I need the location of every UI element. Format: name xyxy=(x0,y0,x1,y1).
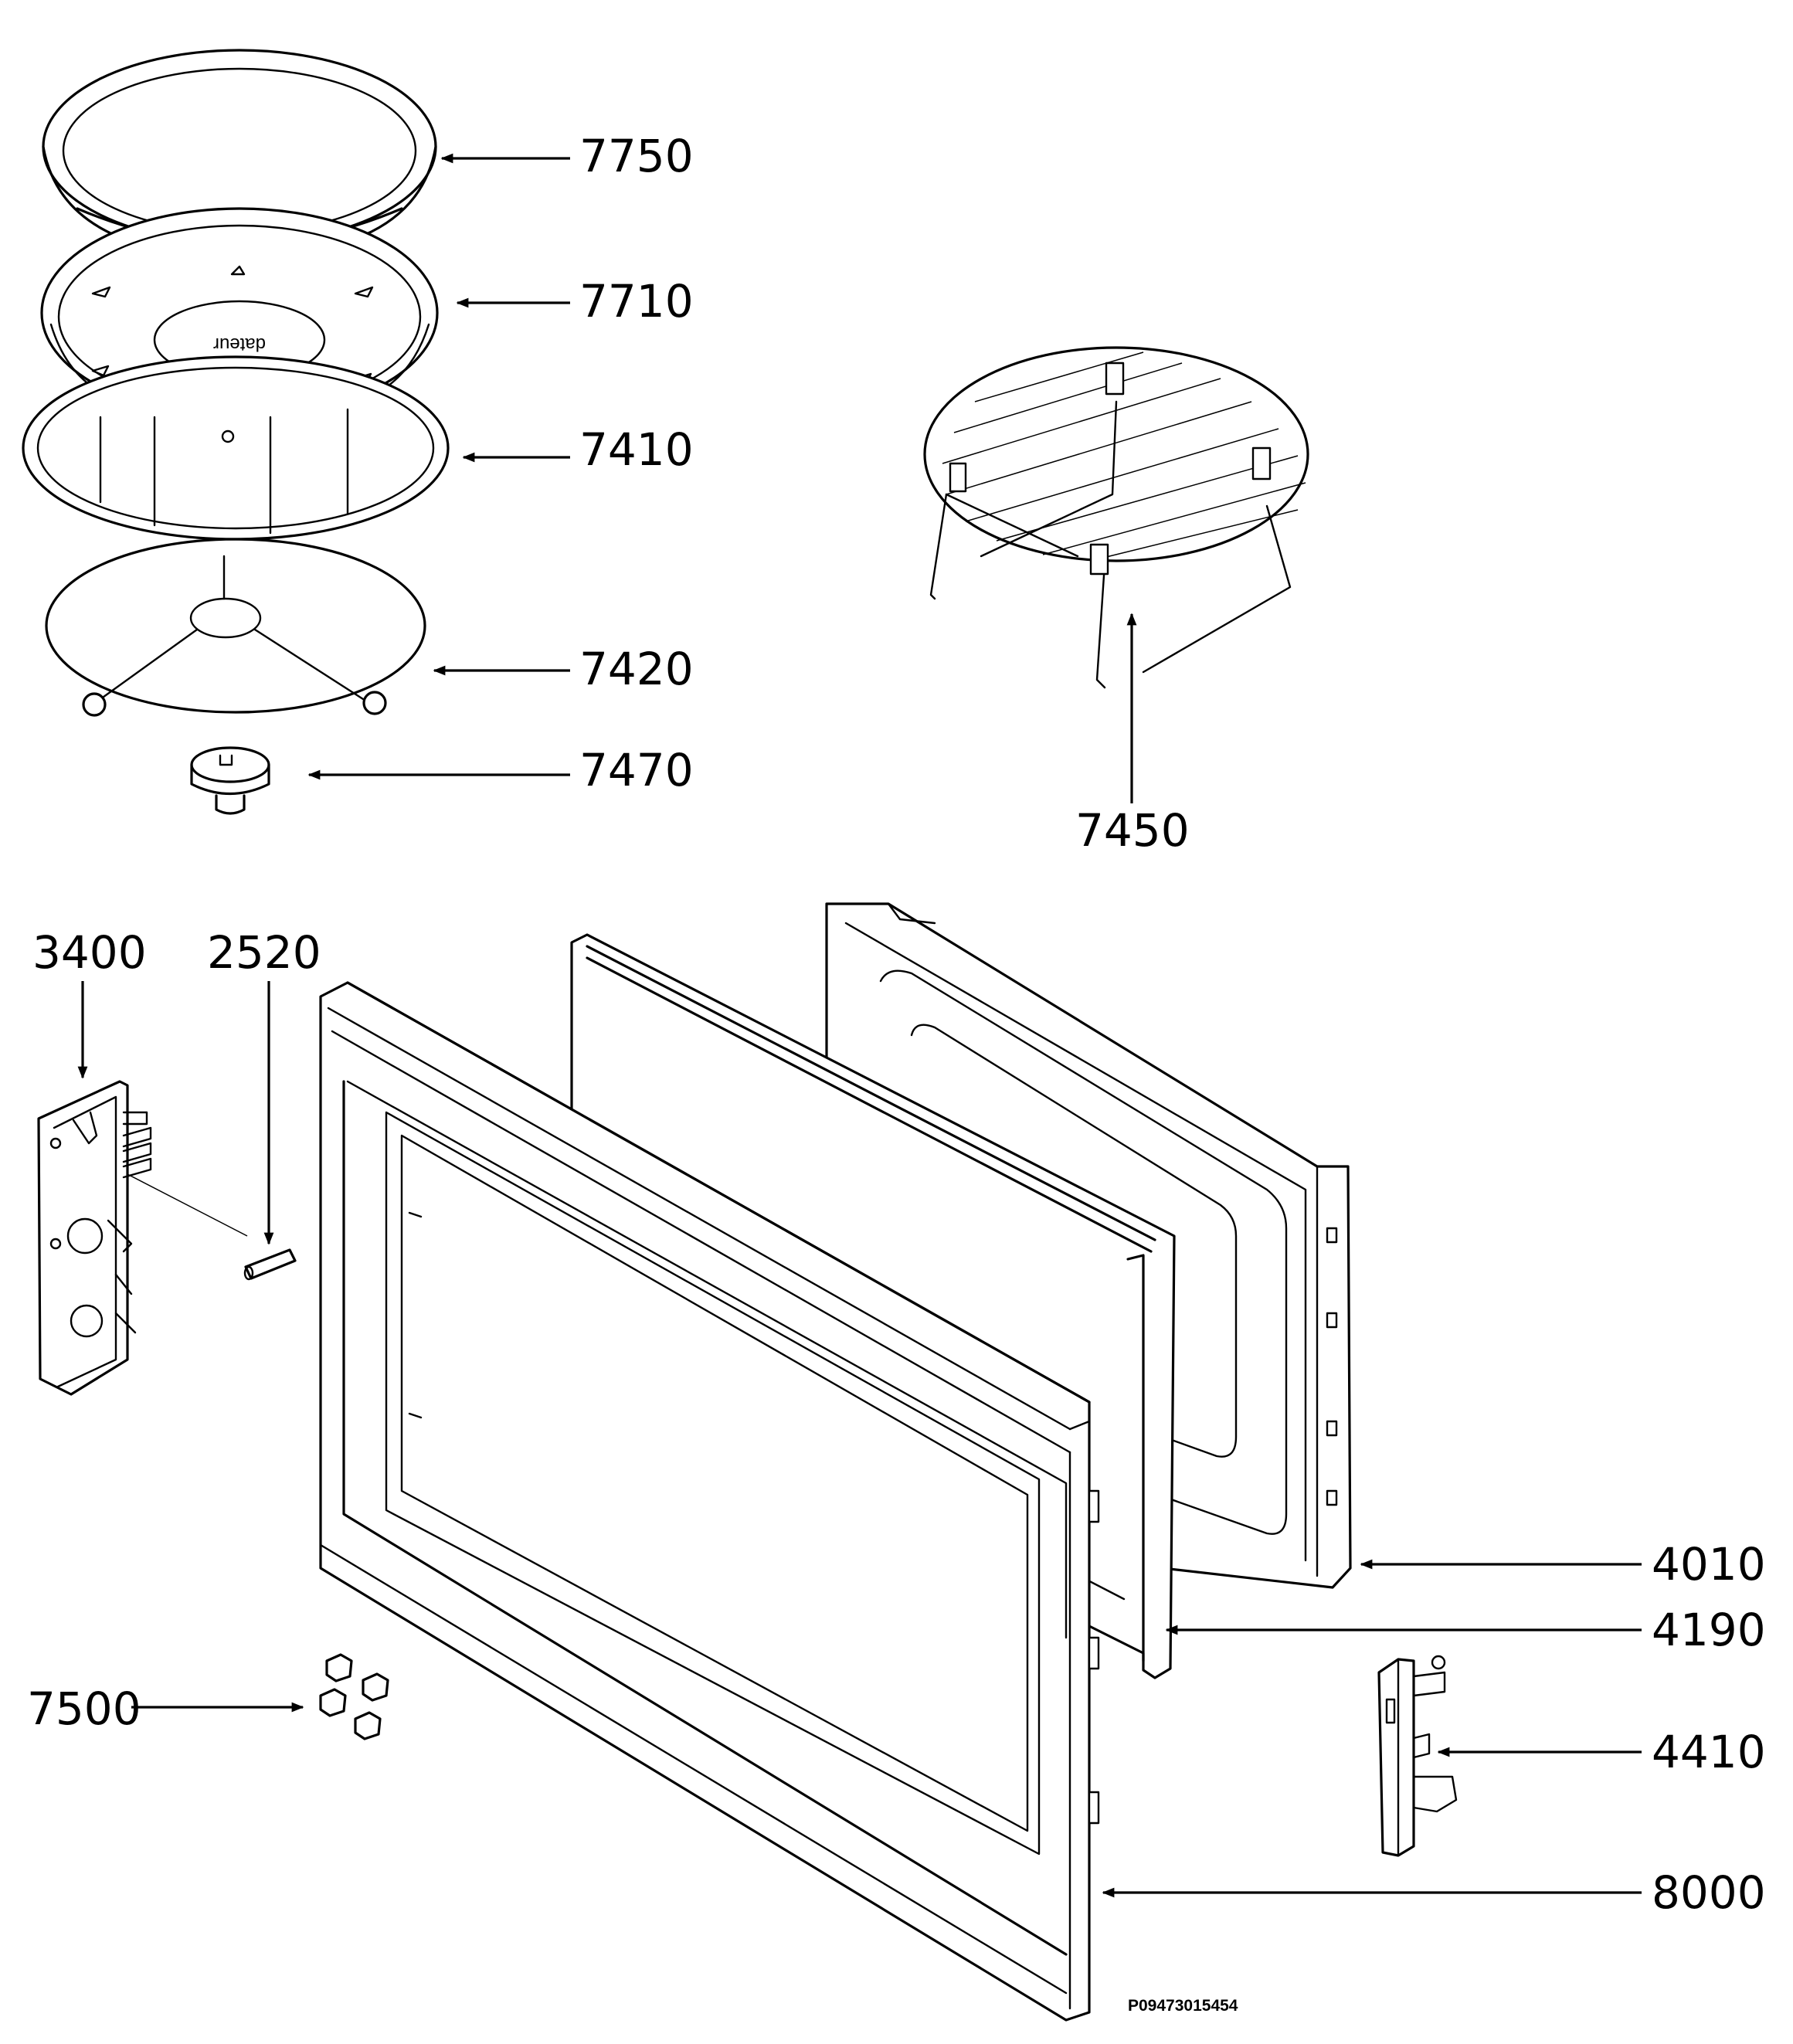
label-8000: 8000 xyxy=(1652,1866,1766,1919)
label-7750: 7750 xyxy=(579,130,694,182)
callout-labels: 7750 7710 7410 7420 7470 7450 3400 2520 … xyxy=(27,130,1766,2015)
label-4410: 4410 xyxy=(1652,1726,1766,1778)
label-7500: 7500 xyxy=(27,1682,141,1735)
part-7500-caps xyxy=(319,1653,389,1740)
leader-lines xyxy=(77,153,1642,1898)
label-7450: 7450 xyxy=(1075,804,1190,857)
label-7710: 7710 xyxy=(579,275,694,328)
part-4410-door-hook xyxy=(1377,1655,1458,1857)
part-3400-switch-block xyxy=(37,1080,152,1396)
part-2520-fuse xyxy=(127,1173,297,1281)
part-7750-turntable-dish xyxy=(42,49,437,245)
label-2520: 2520 xyxy=(207,926,321,979)
label-7470: 7470 xyxy=(579,744,694,796)
document-code: P09473015454 xyxy=(1128,1997,1238,2015)
label-4190: 4190 xyxy=(1652,1604,1766,1656)
label-7420: 7420 xyxy=(579,643,694,695)
part-7420-roller-support xyxy=(45,538,426,717)
part-7450-grill-rack xyxy=(923,346,1309,689)
label-3400: 3400 xyxy=(32,926,147,979)
label-7410: 7410 xyxy=(579,423,694,476)
part-7410-roller-ring xyxy=(22,355,450,541)
part-7470-coupler xyxy=(190,746,270,815)
part-8000-door-outer-frame xyxy=(319,981,1100,2022)
plate-brand-text: dateur xyxy=(213,334,266,355)
label-4010: 4010 xyxy=(1652,1538,1766,1591)
